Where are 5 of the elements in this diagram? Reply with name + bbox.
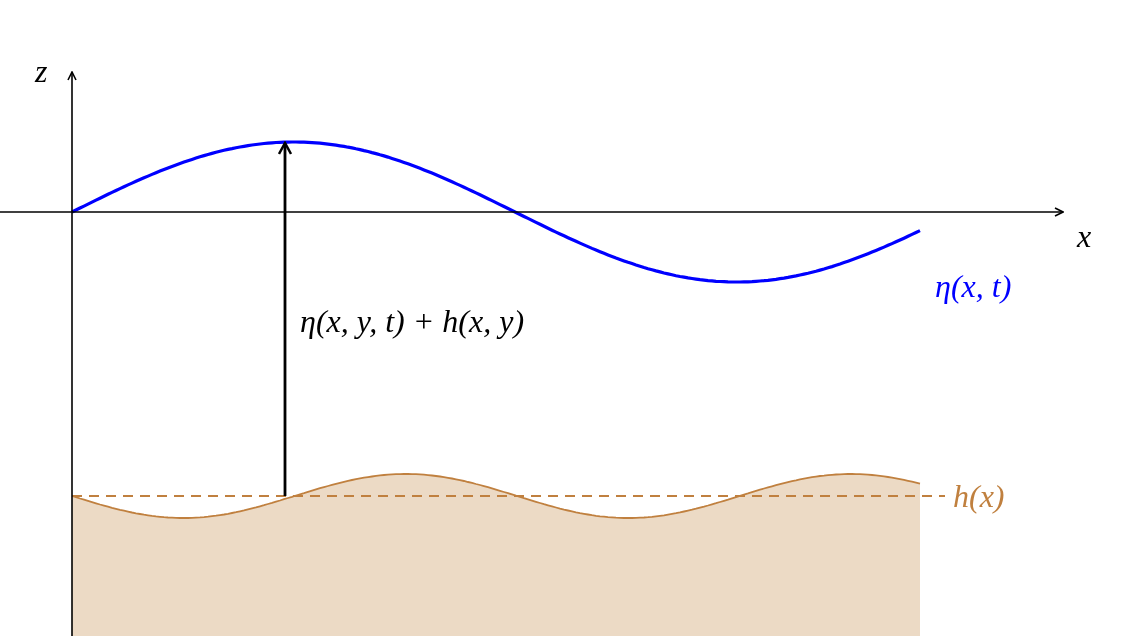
axis-label: z [35,55,48,87]
wave-label: η(x, t) [935,270,1012,302]
depth-label: h(x) [953,480,1005,512]
depth-label: η(x, y, t) + h(x, y) [300,305,525,337]
axis-label: x [1077,220,1092,252]
